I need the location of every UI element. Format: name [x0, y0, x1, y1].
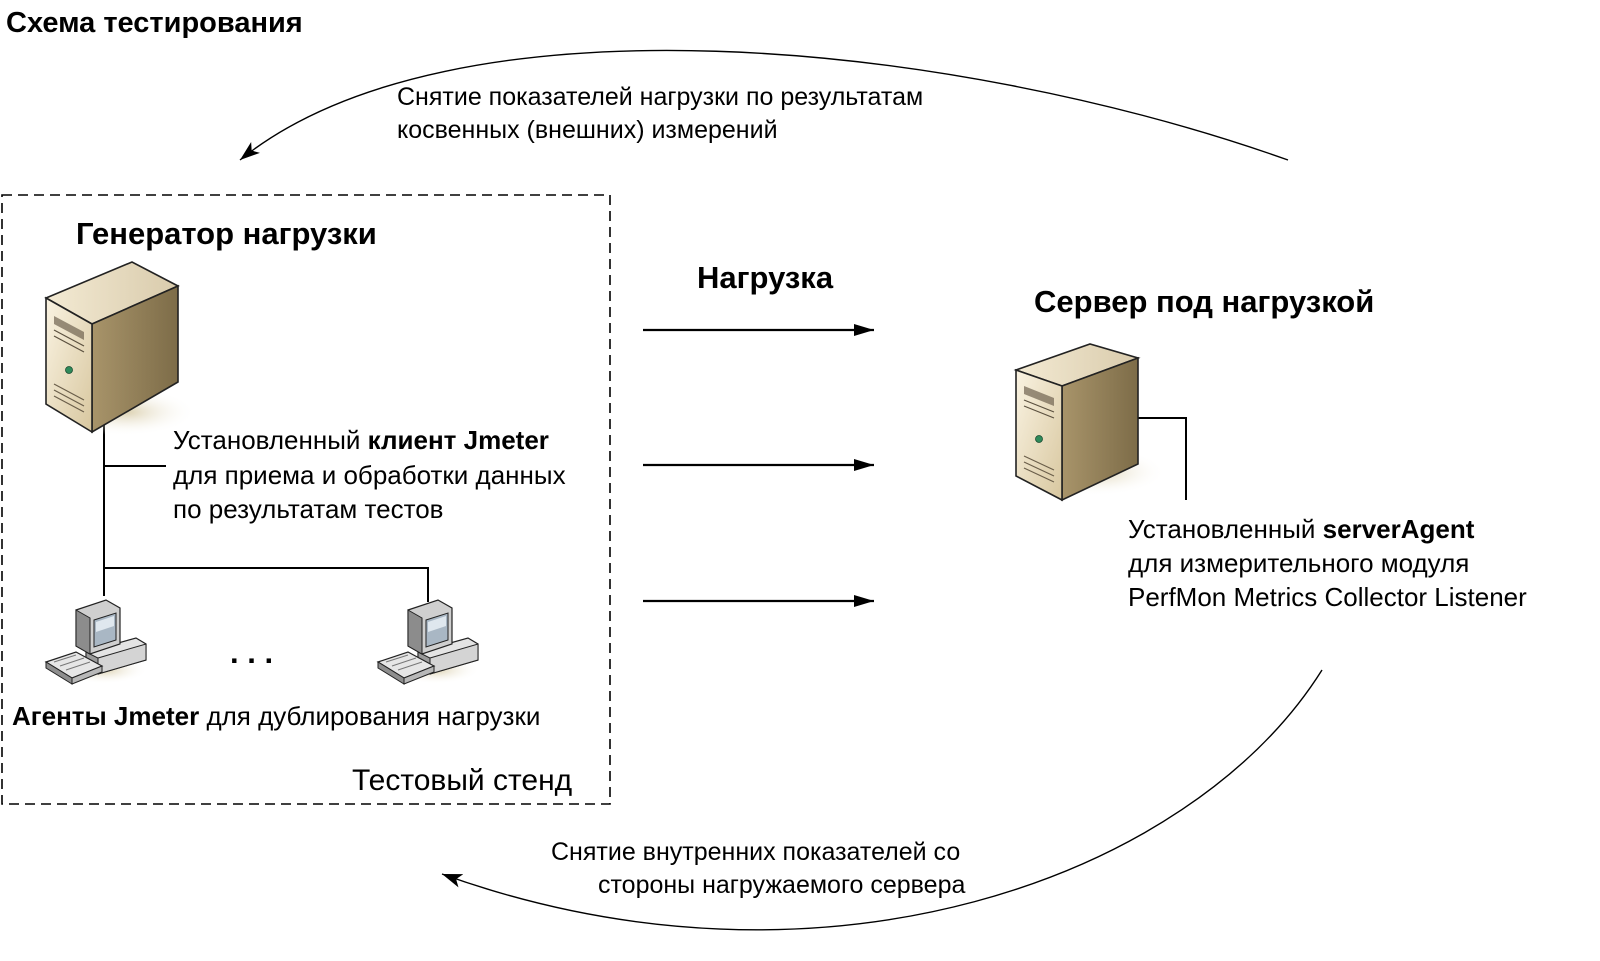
- test-stand-boundary: [1, 194, 611, 805]
- agents-label-bold: Агенты Jmeter: [12, 701, 200, 731]
- client-label-prefix: Установленный: [173, 425, 368, 455]
- agent-label-prefix: Установленный: [1128, 514, 1323, 544]
- feedback-top-curve: [239, 49, 1289, 161]
- client-label-line2: для приема и обработки данных: [173, 460, 566, 490]
- client-label-line1: Установленный клиент Jmeter: [173, 423, 549, 457]
- agent-workstation-icon-2: [377, 599, 481, 685]
- target-server-icon: [1013, 343, 1166, 502]
- feedback-bottom-label-line1: Снятие внутренних показателей со: [551, 838, 961, 866]
- agent-workstation-icon-1: [45, 599, 149, 685]
- diagram-title: Схема тестирования: [6, 7, 303, 39]
- agent-label-line1: Установленный serverAgent: [1128, 512, 1474, 546]
- agents-connector: [104, 567, 429, 602]
- agent-label-bold: serverAgent: [1322, 514, 1475, 544]
- server-title: Сервер под нагрузкой: [1034, 284, 1375, 319]
- load-label: Нагрузка: [697, 260, 834, 295]
- feedback-bottom-curve: [441, 669, 1323, 931]
- generator-server-icon: [44, 261, 196, 436]
- feedback-top-label-line2: косвенных (внешних) измерений: [397, 116, 778, 144]
- feedback-top-label-line1: Снятие показателей нагрузки по результат…: [397, 83, 924, 111]
- agents-label-rest: для дублирования нагрузки: [199, 701, 541, 731]
- test-stand-label: Тестовый стенд: [352, 764, 573, 797]
- client-label-bold: клиент Jmeter: [367, 425, 549, 455]
- agent-label-line3: PerfMon Metrics Collector Listener: [1128, 582, 1527, 612]
- agents-ellipsis: . . .: [230, 635, 274, 670]
- agents-label: Агенты Jmeter для дублирования нагрузки: [12, 699, 540, 733]
- feedback-bottom-label-line2: стороны нагружаемого сервера: [598, 871, 966, 899]
- agent-label-line2: для измерительного модуля: [1128, 548, 1470, 578]
- server-agent-connector: [1138, 417, 1187, 500]
- client-label-line3: по результатам тестов: [173, 494, 444, 524]
- generator-title: Генератор нагрузки: [76, 216, 377, 251]
